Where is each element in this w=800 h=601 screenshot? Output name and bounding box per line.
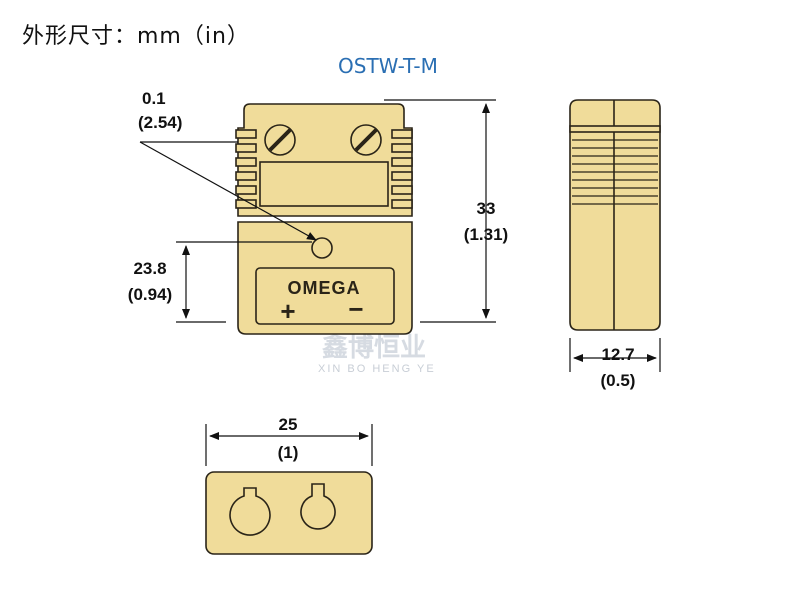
front-view xyxy=(235,103,413,335)
page-heading: 外形尺寸：mm（in） xyxy=(22,24,250,49)
height-in: (1.31) xyxy=(464,225,508,244)
lower-dimension xyxy=(176,241,312,323)
pin-hole xyxy=(311,237,333,259)
brand-label-plate xyxy=(255,267,395,325)
lower-in: (0.94) xyxy=(128,285,172,304)
socket-left xyxy=(229,487,271,536)
width-mm: 25 xyxy=(279,415,298,434)
side-view xyxy=(569,99,661,331)
side-fins xyxy=(572,139,658,205)
depth-dimension xyxy=(569,338,661,372)
height-mm: 33 xyxy=(477,199,496,218)
depth-mm: 12.7 xyxy=(601,345,634,364)
gap-dimension xyxy=(139,141,317,241)
screw-right-icon xyxy=(350,124,382,156)
right-cooling-fins xyxy=(391,129,413,209)
screw-left-icon xyxy=(264,124,296,156)
plus-polarity: + xyxy=(280,296,295,326)
watermark-cn: 鑫博恒业 xyxy=(322,332,426,363)
gap-mm: 0.1 xyxy=(142,89,166,108)
watermark: 鑫博恒业 XIN BO HENG YE xyxy=(318,332,436,375)
lower-mm: 23.8 xyxy=(133,259,166,278)
minus-polarity: − xyxy=(348,294,363,324)
bottom-view xyxy=(205,471,373,555)
socket-right xyxy=(300,483,336,530)
depth-in: (0.5) xyxy=(601,371,636,390)
left-cooling-fins xyxy=(235,129,257,209)
terminal-window xyxy=(259,161,389,207)
width-in: (1) xyxy=(278,443,299,462)
model-number: OSTW-T-M xyxy=(338,54,438,78)
height-dimension xyxy=(384,99,496,323)
width-dimension xyxy=(205,424,373,466)
brand-label: OMEGA xyxy=(287,278,360,298)
watermark-en: XIN BO HENG YE xyxy=(318,363,436,375)
gap-in: (2.54) xyxy=(138,113,182,132)
